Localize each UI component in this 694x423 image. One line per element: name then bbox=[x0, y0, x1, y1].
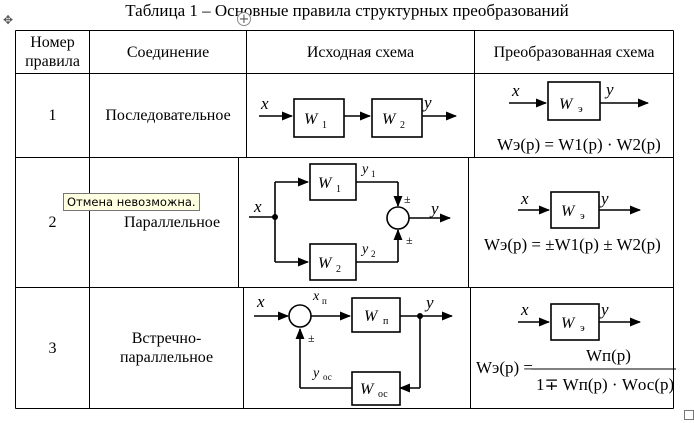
row-2-number: 2 bbox=[48, 214, 57, 231]
svg-text:x: x bbox=[253, 197, 262, 216]
svg-text:W: W bbox=[304, 111, 319, 128]
svg-text:y: y bbox=[604, 80, 614, 99]
svg-text:y: y bbox=[424, 293, 434, 312]
header-rule-number-line1: Номер bbox=[30, 34, 75, 51]
row-2-connection: Параллельное bbox=[123, 214, 221, 231]
svg-text:W: W bbox=[561, 315, 576, 332]
row-2-transformed-diagram bbox=[518, 191, 642, 229]
svg-text:Wп(p): Wп(p) bbox=[586, 346, 631, 365]
plus-circle-icon[interactable]: + bbox=[237, 12, 251, 27]
svg-text:W: W bbox=[561, 203, 576, 220]
row-3-connection-line2: параллельное bbox=[119, 349, 214, 366]
svg-text:y: y bbox=[360, 162, 369, 177]
svg-text:x: x bbox=[511, 81, 520, 100]
row-1-transformed-diagram bbox=[509, 81, 650, 121]
svg-text:W: W bbox=[318, 175, 333, 192]
svg-text:y: y bbox=[599, 189, 609, 208]
svg-text:п: п bbox=[322, 296, 327, 306]
svg-text:y: y bbox=[429, 199, 439, 218]
row-1-number: 1 bbox=[48, 107, 57, 124]
row-2-source-diagram bbox=[249, 163, 452, 281]
svg-text:Wэ(p) = W1(p) · W2(p): Wэ(p) = W1(p) · W2(p) bbox=[497, 135, 661, 154]
row-3-source-diagram bbox=[254, 297, 454, 406]
svg-text:2: 2 bbox=[400, 120, 405, 131]
svg-text:1: 1 bbox=[322, 120, 327, 131]
svg-text:x: x bbox=[520, 189, 529, 208]
undo-tooltip: Отмена невозможна. bbox=[63, 193, 200, 211]
svg-text:y: y bbox=[422, 93, 432, 112]
header-connection: Соединение bbox=[126, 43, 210, 61]
svg-text:±: ± bbox=[404, 192, 411, 206]
svg-text:1: 1 bbox=[371, 169, 376, 179]
table-caption: Таблица 1 – Основные правила структурных… bbox=[125, 1, 569, 20]
svg-text:ос: ос bbox=[378, 389, 388, 400]
svg-text:x: x bbox=[260, 94, 269, 113]
svg-text:±: ± bbox=[406, 233, 413, 247]
svg-text:2: 2 bbox=[371, 249, 376, 259]
svg-text:э: э bbox=[580, 210, 585, 222]
svg-text:y: y bbox=[599, 300, 609, 319]
svg-text:y: y bbox=[311, 366, 320, 381]
svg-text:W: W bbox=[559, 96, 574, 113]
row-1-source-diagram bbox=[259, 98, 458, 138]
header-rule-number-line2: правила bbox=[25, 53, 80, 70]
svg-text:2: 2 bbox=[336, 264, 341, 275]
svg-text:y: y bbox=[360, 242, 369, 257]
header-rule-number: Номер правила bbox=[16, 31, 89, 73]
svg-text:x: x bbox=[520, 300, 529, 319]
svg-text:W: W bbox=[360, 381, 375, 398]
row-3-connection-line1: Встречно- bbox=[131, 330, 202, 347]
svg-text:п: п bbox=[383, 316, 389, 327]
svg-text:W: W bbox=[382, 111, 397, 128]
svg-text:x: x bbox=[256, 292, 265, 311]
header-transformed-scheme: Преобразованная схема bbox=[493, 43, 655, 61]
svg-text:±: ± bbox=[308, 331, 315, 345]
svg-text:1: 1 bbox=[336, 184, 341, 195]
svg-text:э: э bbox=[578, 103, 583, 115]
resize-handle-icon[interactable] bbox=[684, 410, 694, 420]
svg-text:ос: ос bbox=[323, 372, 332, 382]
svg-text:Wэ(p) = ±W1(p) ± W2(p): Wэ(p) = ±W1(p) ± W2(p) bbox=[484, 235, 661, 254]
row-1-connection: Последовательное bbox=[105, 107, 231, 124]
svg-text:1∓ Wп(p) · Wос(p): 1∓ Wп(p) · Wос(p) bbox=[536, 375, 674, 394]
move-handle-icon[interactable]: ✥ bbox=[2, 13, 14, 27]
row-3-number: 3 bbox=[48, 339, 57, 357]
svg-text:W: W bbox=[318, 255, 333, 272]
svg-text:э: э bbox=[580, 322, 585, 334]
svg-text:W: W bbox=[364, 308, 379, 325]
svg-text:Wэ(p) =: Wэ(p) = bbox=[476, 358, 533, 377]
svg-text:x: x bbox=[312, 289, 320, 304]
row-3-transformed-diagram bbox=[518, 303, 676, 370]
row-3-connection: Встречно- параллельное bbox=[90, 288, 243, 408]
header-source-scheme: Исходная схема bbox=[306, 43, 415, 61]
